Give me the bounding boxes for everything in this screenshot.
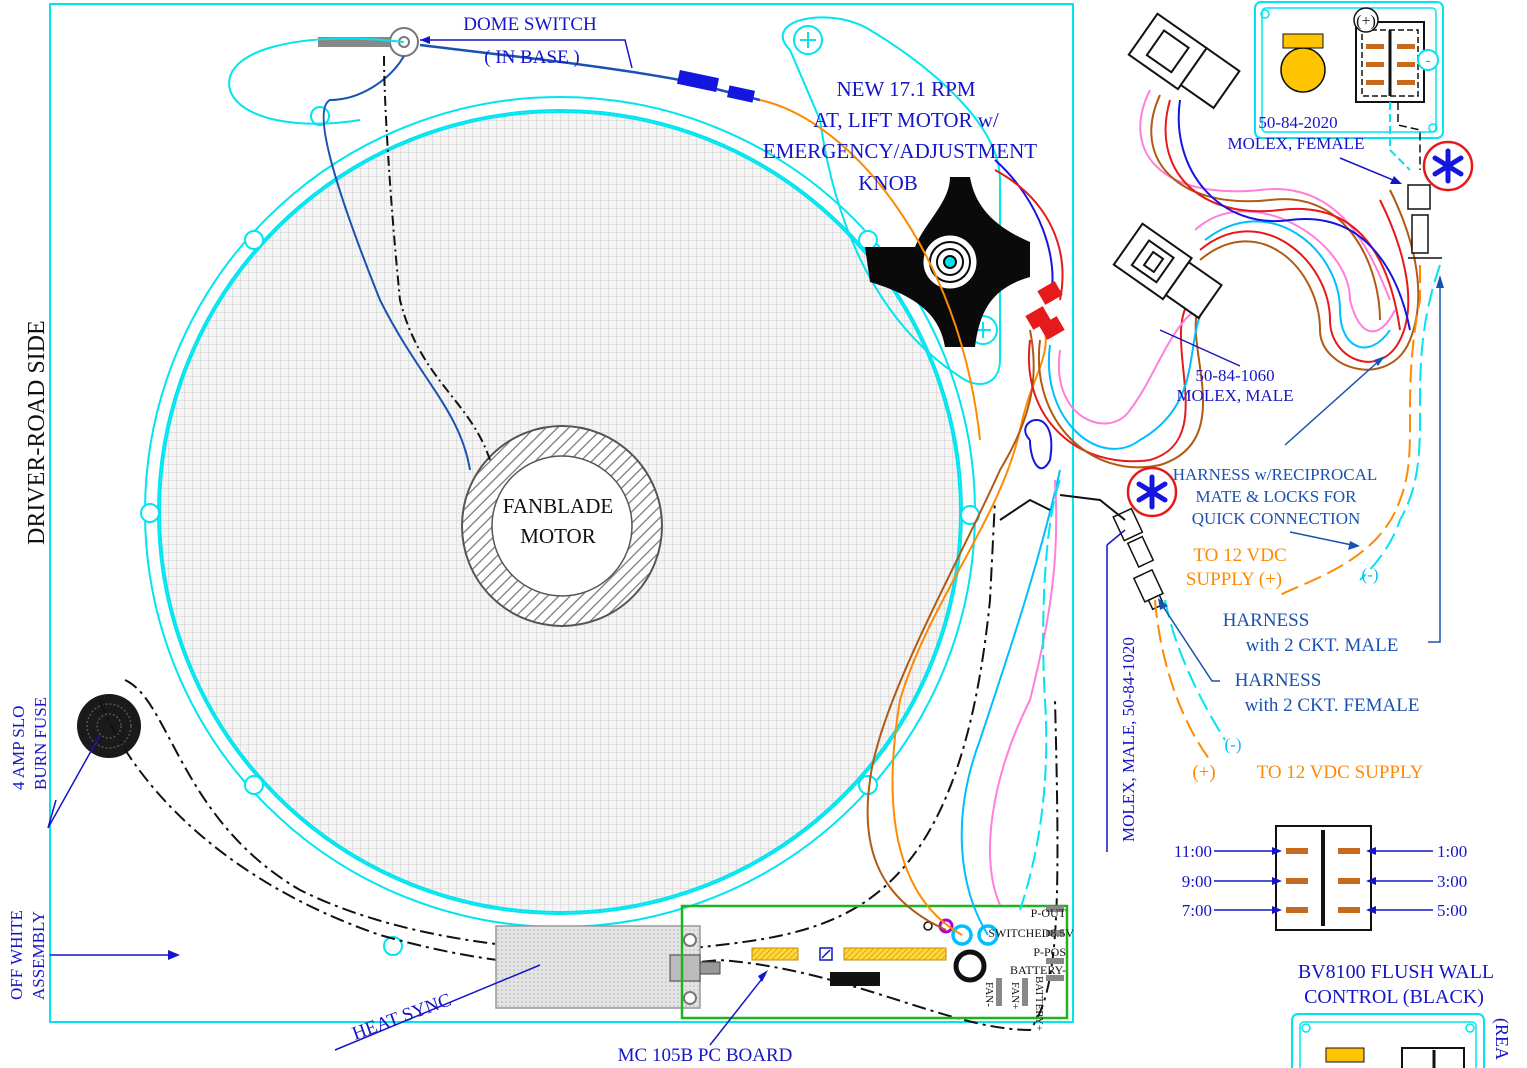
dome-switch-wire-black: [383, 55, 491, 461]
lift-motor-label-1: NEW 17.1 RPM: [836, 77, 975, 101]
harness-reciprocal-label-2: MATE & LOCKS FOR: [1195, 487, 1357, 506]
mount-holes: [140, 25, 998, 956]
fanblade-label: FANBLADE: [503, 494, 613, 518]
lift-motor-label-2: AT, LIFT MOTOR w/: [813, 108, 999, 132]
fanblade-motor-label: MOTOR: [520, 524, 595, 548]
supply-bottom-label: TO 12 VDC SUPPLY: [1257, 762, 1424, 783]
clock-1: 1:00: [1437, 842, 1467, 861]
pc-board-terminals: [996, 906, 1064, 1006]
clock-3: 3:00: [1437, 872, 1467, 891]
fuse-icon: [77, 694, 141, 758]
clock-11: 11:00: [1174, 842, 1212, 861]
molex-female-label-1: 50-84-2020: [1258, 113, 1337, 132]
terminal-fan-pos: FAN+: [1009, 982, 1021, 1009]
terminal-battery-neg: BATTERY-: [1010, 963, 1066, 977]
neg-bottom-label: (-): [1225, 735, 1242, 754]
dome-switch-label: DOME SWITCH: [463, 14, 597, 35]
molex-male-connector: [1112, 222, 1223, 320]
switch-plate-bottom: [1291, 1013, 1485, 1068]
supply-top-label-1: TO 12 VDC: [1193, 545, 1286, 566]
connector-2ckt-top: [1407, 184, 1442, 259]
wiring-bundle: [866, 159, 1211, 936]
molex-vertical-label: MOLEX, MALE, 50-84-1020: [1119, 637, 1138, 842]
fanblade-motor: [461, 425, 663, 627]
harness-female-label-2: with 2 CKT. FEMALE: [1245, 695, 1420, 716]
harness-male-label-2: with 2 CKT. MALE: [1246, 635, 1399, 656]
clock-5: 5:00: [1437, 901, 1467, 920]
molex-male-label-1: 50-84-1060: [1195, 366, 1274, 385]
assembly-outline: [49, 3, 1074, 1023]
harness-reciprocal-label-3: QUICK CONNECTION: [1192, 509, 1361, 528]
rear-partial-label: (REA: [1491, 1018, 1512, 1060]
heat-sync: [495, 925, 701, 1009]
neg-top-label: (-): [1362, 565, 1379, 584]
switch-position-diagram: [1275, 825, 1372, 931]
side-label: DRIVER-ROAD SIDE: [24, 320, 50, 545]
switch-plus-label: (+): [1356, 13, 1376, 30]
molex-male-label-2: MOLEX, MALE: [1176, 386, 1293, 405]
lift-motor-label-4: KNOB: [858, 171, 918, 195]
pc-board-label: MC 105B PC BOARD: [618, 1045, 793, 1066]
assembly-label-1: OFF WHITE: [7, 910, 26, 1000]
switch-plate-top: [1254, 1, 1444, 139]
switch-minus-label: -: [1425, 52, 1430, 69]
clock-9: 9:00: [1182, 872, 1212, 891]
clock-7: 7:00: [1182, 901, 1212, 920]
red-connectors: [1025, 281, 1065, 340]
terminal-battery-pos: BATTERY+: [1033, 976, 1045, 1031]
assembly-label-2: ASSEMBLY: [29, 911, 48, 1000]
pos-bottom-label: (+): [1192, 762, 1215, 783]
bv8100-label-1: BV8100 FLUSH WALL: [1298, 961, 1494, 983]
dome-switch-wire-blue: [322, 55, 471, 471]
lift-motor-label-3: EMERGENCY/ADJUSTMENT: [763, 139, 1037, 163]
harness-male-label-1: HARNESS: [1223, 610, 1310, 631]
terminal-fan-neg: FAN-: [983, 982, 995, 1007]
harness-female-label-1: HARNESS: [1235, 670, 1322, 691]
fuse-label-1: 4 AMP SLO: [9, 706, 28, 790]
fan-symbol-icon: [1422, 140, 1474, 192]
molex-female-label-2: MOLEX, FEMALE: [1228, 134, 1365, 153]
bv8100-label-2: CONTROL (BLACK): [1304, 986, 1484, 1008]
fan-symbol-icon: [1126, 466, 1178, 518]
molex-top-connector: [1127, 12, 1241, 110]
terminal-p-pos: P-POS: [1033, 945, 1066, 959]
terminal-switched: SWITCHED8.5V: [988, 926, 1074, 940]
pc-board: [680, 904, 1069, 1020]
fuse-label-2: BURN FUSE: [31, 697, 50, 790]
supply-top-label-2: SUPPLY (+): [1186, 569, 1282, 590]
harness-reciprocal-label-1: HARNESS w/RECIPROCAL: [1173, 465, 1378, 484]
terminal-p-out: P-OUT: [1031, 906, 1067, 920]
in-base-label: ( IN BASE ): [484, 47, 580, 68]
connector-2ckt-male: [1112, 507, 1155, 568]
heat-sync-label: HEAT SYNC: [350, 990, 455, 1045]
